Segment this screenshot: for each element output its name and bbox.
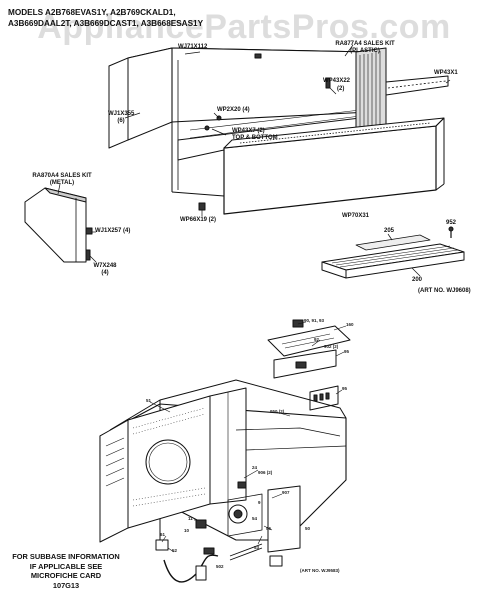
label-205: 205 [384, 228, 395, 234]
callout-50: 50 [305, 526, 311, 531]
callout-90-91-93: 90, 91, 93 [304, 318, 325, 323]
cabinet-sleeve [108, 47, 371, 197]
callout-906: 906 (2) [258, 470, 273, 475]
label-wp66x19: WP66X19 (2) [180, 217, 217, 223]
callout-9: 9 [258, 500, 261, 505]
label-952: 952 [446, 220, 457, 226]
label-200: 200 [412, 277, 423, 283]
rail-assembly [321, 226, 465, 279]
label-wj71x112: WJ71X112 [178, 44, 208, 50]
callout-52: 52 [172, 548, 178, 553]
right-flange [385, 75, 449, 96]
callout-907: 907 [282, 490, 290, 495]
callout-950: 950 (2) [270, 409, 285, 414]
subbase-line-2: IF APPLICABLE SEE [29, 561, 103, 571]
label-ra870a4: RA870A4 SALES KIT [32, 173, 92, 179]
callout-902: 902 (2) [324, 344, 339, 349]
label-top-bottom: TOP & BOTTOM [232, 135, 278, 141]
callout-502: 502 [216, 564, 224, 569]
metal-kit-bracket [24, 183, 97, 263]
label-plastic: (PLASTIC) [350, 48, 380, 54]
label-wj1x257: WJ1X257 (4) [95, 228, 131, 234]
label-wp43x22: WP43X22 [323, 78, 351, 84]
subbase-line-1: FOR SUBBASE INFORMATION [12, 552, 120, 561]
callout-54: 54 [252, 516, 258, 521]
callout-56: 56 [266, 526, 272, 531]
callout-11: 11 [188, 516, 193, 521]
label-wj1x355: WJ1X355 [108, 111, 135, 117]
callout-92: 92 [314, 337, 320, 342]
label-art-lower: (ART NO. WJ9583) [300, 568, 340, 573]
subbase-line-3: MICROFICHE CARD [30, 571, 102, 580]
subbase-note: FOR SUBBASE INFORMATION IF APPLICABLE SE… [6, 552, 126, 590]
callout-10: 10 [184, 528, 190, 533]
callout-53: 53 [254, 545, 260, 550]
label-metal: (METAL) [49, 180, 75, 186]
label-w7x248: W7X248 [93, 263, 117, 269]
callout-945: 95 [344, 349, 350, 354]
label-wp43x7: WP43X7 (2) [232, 128, 265, 134]
label-wp2x20: WP2X20 (4) [217, 107, 250, 113]
plastic-kit-panel [355, 47, 387, 131]
callout-24: 24 [252, 465, 258, 470]
lower-chassis [99, 319, 351, 583]
callout-160: 160 [346, 322, 354, 327]
callout-95: 95 [342, 386, 348, 391]
models-header: MODELS A2B768EVAS1Y, A2B769CKALD1, A3B66… [8, 8, 203, 29]
label-wj1x355-qty: (6) [117, 118, 125, 124]
front-cover [223, 117, 445, 215]
label-wp70x31: WP70X31 [342, 213, 370, 219]
label-wp43x1: WP43X1 [434, 70, 458, 76]
callout-51: 51 [146, 398, 152, 403]
models-line-1: MODELS A2B768EVAS1Y, A2B769CKALD1, [8, 8, 176, 17]
label-wp43x22-qty: (2) [337, 86, 345, 92]
label-w7x248-qty: (4) [101, 270, 109, 276]
label-art-upper: (ART NO. WJ9608) [418, 288, 471, 294]
label-ra877a4: RA877A4 SALES KIT [335, 41, 395, 47]
callout-61: 61 [160, 532, 166, 537]
models-line-2: A3B669DAAL2T, A3B669DCAST1, A3B668ESAS1Y [8, 18, 204, 28]
subbase-line-4: 107G13 [52, 580, 80, 590]
